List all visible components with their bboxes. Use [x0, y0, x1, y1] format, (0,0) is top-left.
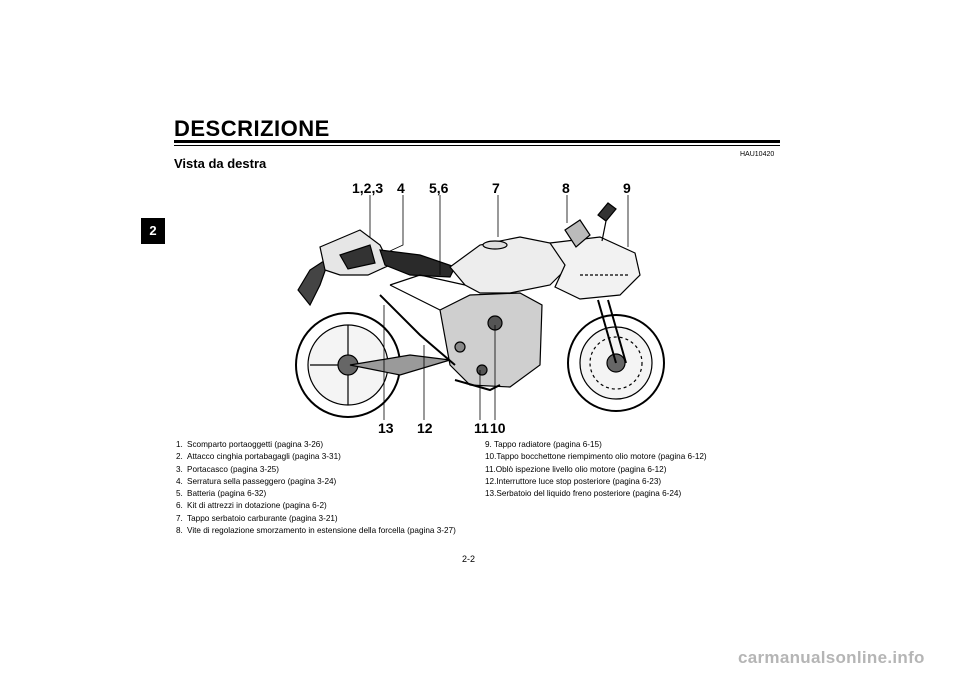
legend-item-text: Attacco cinghia portabagagli (pagina 3-3…: [187, 452, 341, 462]
callout-11: 11: [474, 420, 489, 436]
legend-item-number: 9.: [485, 440, 492, 449]
title-rule-thin: [174, 145, 780, 146]
page-number: 2-2: [462, 554, 476, 564]
legend-item-number: 12.: [485, 476, 497, 486]
legend-item-number: 11.: [485, 464, 496, 474]
legend-item-number: 7.: [176, 513, 183, 523]
legend-item: 9. Tappo radiatore (pagina 6-15): [485, 439, 785, 451]
chapter-tab[interactable]: 2: [141, 218, 165, 244]
callout-4: 4: [397, 180, 405, 196]
legend-item-text: Serbatoio del liquido freno posteriore (…: [496, 489, 682, 499]
callout-1-2-3: 1,2,3: [352, 180, 384, 196]
legend-item-text: Tappo serbatoio carburante (pagina 3-21): [187, 513, 338, 523]
callout-10: 10: [490, 420, 506, 436]
legend-item-number: 3.: [176, 464, 183, 474]
legend-item-number: 2.: [176, 452, 183, 462]
legend-item: 10.Tappo bocchettone riempimento olio mo…: [485, 451, 785, 463]
page-title: DESCRIZIONE: [174, 116, 330, 141]
legend-item-number: 4.: [176, 476, 183, 486]
legend-item: 1. Scomparto portaoggetti (pagina 3-26): [176, 439, 476, 451]
legend-item-text: Vite di regolazione smorzamento in esten…: [187, 526, 456, 536]
legend-item-text: Batteria (pagina 6-32): [187, 489, 267, 499]
callout-9: 9: [623, 180, 631, 196]
legend-item-number: 5.: [176, 489, 183, 499]
legend-item: 4. Serratura sella passeggero (pagina 3-2…: [176, 476, 476, 488]
legend-item: 8. Vite di regolazione smorzamento in est…: [176, 525, 476, 537]
legend-item-number: 8.: [176, 526, 183, 536]
legend-item-text: Kit di attrezzi in dotazione (pagina 6-2…: [187, 501, 327, 511]
legend-item-text: Oblò ispezione livello olio motore (pagi…: [495, 464, 667, 474]
legend-item-text: Interruttore luce stop posteriore (pagin…: [496, 476, 662, 486]
callout-5-6: 5,6: [429, 180, 449, 196]
callout-7: 7: [492, 180, 500, 196]
legend-item-number: 1.: [176, 440, 183, 449]
section-title: Vista da destra: [174, 156, 267, 171]
callout-13: 13: [378, 420, 394, 436]
legend-item: 7. Tappo serbatoio carburante (pagina 3-2…: [176, 513, 476, 525]
legend-item: 6. Kit di attrezzi in dotazione (pagina 6…: [176, 500, 476, 512]
legend-item-number: 6.: [176, 501, 183, 511]
legend-item: 5. Batteria (pagina 6-32): [176, 488, 476, 500]
watermark[interactable]: carmanualsonline.info: [738, 648, 925, 667]
legend-item-text: Serratura sella passeggero (pagina 3-24): [187, 476, 337, 486]
callout-12: 12: [417, 420, 433, 436]
callout-8: 8: [562, 180, 570, 196]
legend-item-text: Scomparto portaoggetti (pagina 3-26): [187, 440, 324, 449]
legend-item: 3. Portacasco (pagina 3-25): [176, 464, 476, 476]
motorcycle-figure: [280, 175, 680, 435]
legend-right: 9. Tappo radiatore (pagina 6-15) 10.Tapp…: [485, 439, 785, 500]
motorcycle-right-side-icon: [295, 195, 665, 420]
legend-item: 2. Attacco cinghia portabagagli (pagina 3…: [176, 451, 476, 463]
legend-item: 13.Serbatoio del liquido freno posterior…: [485, 488, 785, 500]
section-code: HAU10420: [740, 151, 775, 158]
legend-item-text: Portacasco (pagina 3-25): [187, 464, 279, 474]
legend-item: 12.Interruttore luce stop posteriore (pa…: [485, 476, 785, 488]
title-rule: [174, 140, 780, 143]
legend-item: 11.Oblò ispezione livello olio motore (p…: [485, 464, 785, 476]
legend-left: 1. Scomparto portaoggetti (pagina 3-26) 2…: [176, 439, 476, 537]
legend-item-number: 13.: [485, 489, 497, 499]
legend-item-number: 10.: [485, 452, 497, 462]
legend-item-text: Tappo bocchettone riempimento olio motor…: [496, 452, 707, 462]
legend-item-text: Tappo radiatore (pagina 6-15): [491, 440, 602, 449]
